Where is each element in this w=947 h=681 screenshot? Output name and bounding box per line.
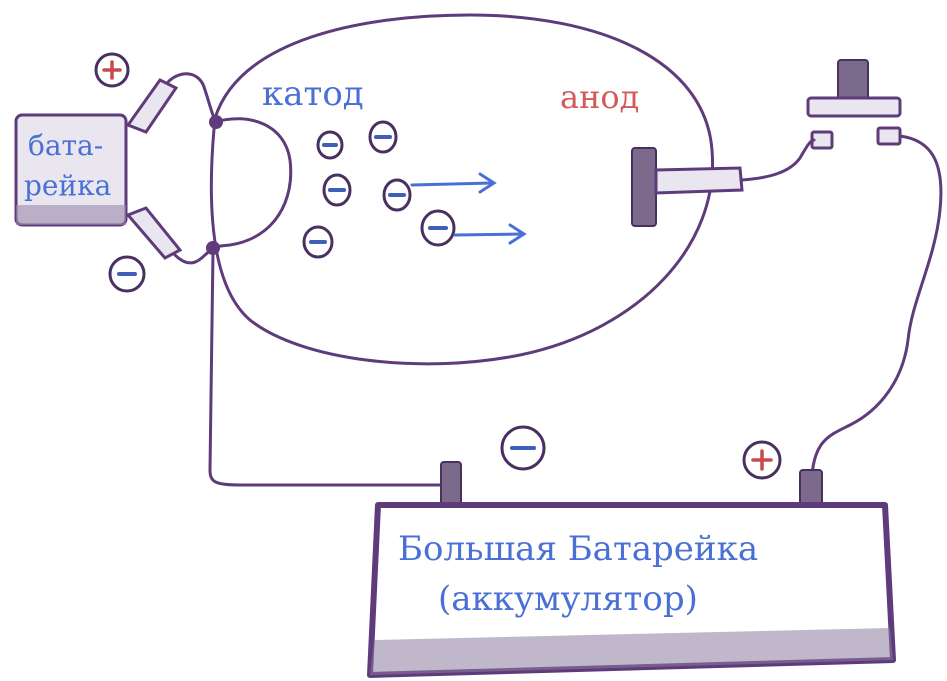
electron-icon [382,178,412,212]
switch-knob [837,59,869,103]
negative-charge-icon [108,255,146,293]
electron-icon [316,130,344,160]
electron-flow-arrow [453,223,527,245]
small-battery-label-line2: рейка [24,169,111,202]
switch-contact-right [876,126,902,146]
big-battery-label-line1: Большая Батарейка [398,529,758,569]
electron-icon [420,209,456,247]
positive-charge-icon [94,52,130,88]
cathode-filament [210,117,293,250]
small-battery-negative-post [125,206,183,260]
anode-label: анод [560,78,639,116]
positive-charge-icon [742,440,782,480]
anode-plate [631,147,657,227]
wire-battery-top [166,72,218,124]
big-battery-label-line2: (аккумулятор) [438,579,698,619]
tube-envelope [209,13,715,366]
electron-icon [368,120,398,154]
small-battery-shading [16,205,126,225]
electron-icon [302,225,334,259]
negative-charge-icon [500,425,546,471]
small-battery-positive-post [125,78,179,134]
wire-cathode-to-big-battery-negative [208,248,442,487]
electron-flow-arrow [410,172,497,194]
small-battery-label-line1: бата- [28,129,103,162]
cathode-label: катод [262,74,364,114]
electron-icon [322,173,352,207]
wire-switch-to-big-battery-positive [810,134,943,477]
wire-anode-to-switch [740,138,816,182]
switch-bar [806,96,902,118]
big-battery-negative-terminal [440,461,462,508]
big-battery-shading [370,628,893,675]
anode-lead [654,166,744,195]
wire-battery-bottom [173,246,215,265]
